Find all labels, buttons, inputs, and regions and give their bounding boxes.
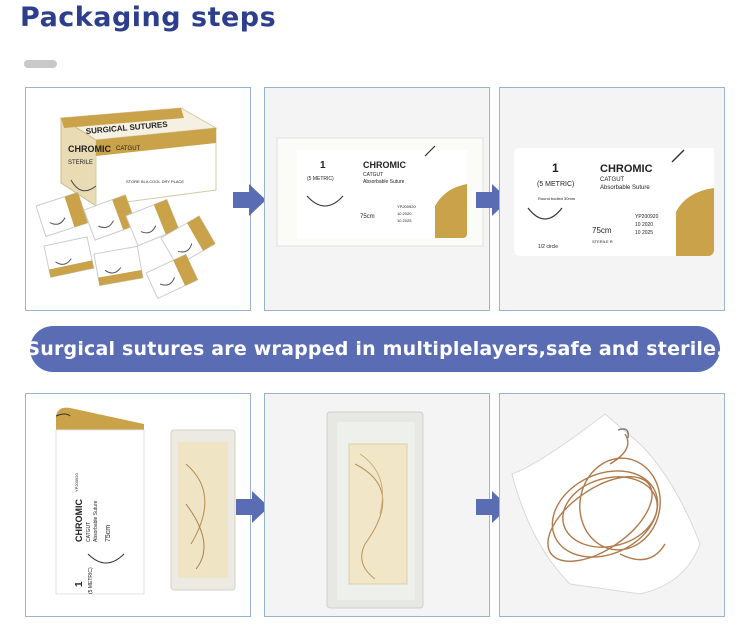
- step-6-suture-thread: [499, 393, 725, 617]
- p2-desc: Absorbable Suture: [363, 179, 405, 185]
- p3-length: 75cm: [592, 226, 612, 235]
- p2-lot: YP200920: [397, 204, 416, 209]
- box-type: CATGUT: [116, 146, 141, 152]
- step-5-inner-pack: [264, 393, 490, 617]
- p3-circle: 1/2 circle: [538, 244, 558, 250]
- p2-type: CATGUT: [363, 172, 383, 178]
- arrow-right-icon: [476, 184, 509, 216]
- p4-lot: YP200920: [74, 473, 79, 492]
- title-underline: [24, 60, 57, 68]
- p4-metric: (5 METRIC): [88, 567, 94, 594]
- arrow-right-icon: [476, 491, 509, 523]
- p3-exp: 10 2025: [635, 230, 653, 236]
- p4-desc: Absorbable Suture: [93, 500, 99, 542]
- p2-size: 1: [320, 160, 326, 171]
- p3-lot: YP200920: [635, 214, 659, 220]
- p4-type: CATGUT: [86, 522, 92, 542]
- p4-size: 1: [74, 581, 85, 587]
- p3-name: CHROMIC: [600, 163, 653, 175]
- box-storage: STORE IN A COOL DRY PLACE: [126, 179, 184, 184]
- p4-length: 75cm: [105, 525, 112, 542]
- info-banner: Surgical sutures are wrapped in multiple…: [26, 326, 723, 372]
- p2-mfg: 10 2020: [397, 211, 412, 216]
- p3-desc: Absorbable Suture: [600, 185, 650, 191]
- suture-sachets: [35, 191, 216, 300]
- box-product-name: CHROMIC: [68, 144, 111, 154]
- p2-name: CHROMIC: [363, 160, 406, 170]
- p2-length: 75cm: [360, 214, 375, 220]
- step-1-box-and-packets: SURGICAL SUTURES CHROMIC CATGUT STERILE …: [25, 87, 251, 311]
- p3-size: 1: [552, 161, 559, 175]
- p3-mfg: 10 2020: [635, 222, 653, 228]
- banner-text: Surgical sutures are wrapped in multiple…: [26, 338, 724, 360]
- step-2-sealed-packet: 1 (5 METRIC) CHROMIC CATGUT Absorbable S…: [264, 87, 490, 311]
- page-title: Packaging steps: [20, 2, 277, 33]
- arrow-right-icon: [233, 184, 266, 216]
- p3-sterile: STERILE R: [592, 239, 613, 244]
- box-sterile: STERILE: [68, 160, 93, 166]
- p3-metric: (5 METRIC): [537, 181, 574, 188]
- arrow-right-icon: [236, 491, 269, 523]
- p3-type: CATGUT: [600, 177, 625, 183]
- p3-needle: Round bodied 30mm: [538, 196, 576, 201]
- step-4-opened-packet: CHROMIC CATGUT Absorbable Suture 75cm YP…: [25, 393, 251, 617]
- p2-metric: (5 METRIC): [307, 176, 334, 182]
- step-3-packet-closeup: 1 (5 METRIC) Round bodied 30mm 1/2 circl…: [499, 87, 725, 311]
- p2-exp: 10 2025: [397, 218, 412, 223]
- p4-name: CHROMIC: [74, 499, 84, 542]
